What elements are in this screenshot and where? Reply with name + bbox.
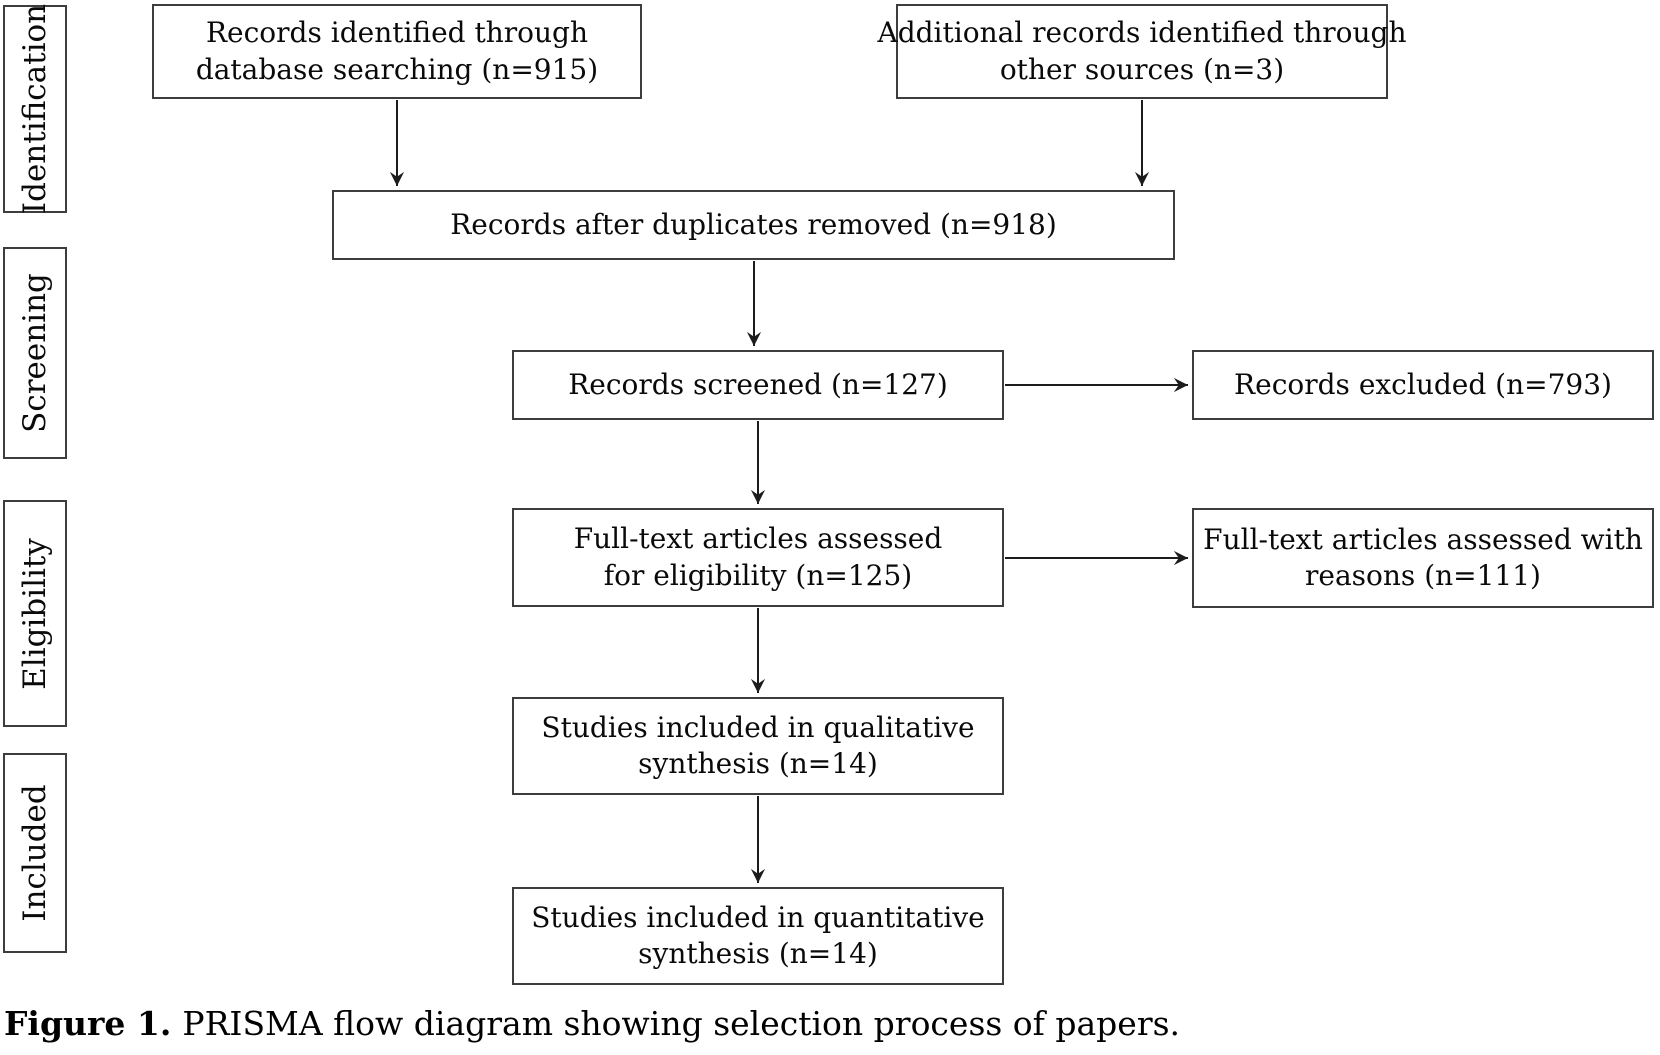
node-qualitative-synthesis-line2: synthesis (n=14) (638, 747, 878, 780)
node-quantitative-synthesis-line1: Studies included in quantitative (531, 900, 985, 934)
stage-included: Included (3, 753, 67, 953)
node-records-excluded: Records excluded (n=793) (1192, 350, 1654, 420)
node-records-screened: Records screened (n=127) (512, 350, 1004, 420)
node-records-identified-line1: Records identified through (205, 16, 589, 50)
stage-screening: Screening (3, 247, 67, 459)
stage-screening-label: Screening (17, 273, 53, 433)
stage-included-label: Included (17, 784, 53, 922)
node-records-identified: Records identified through database sear… (152, 4, 642, 99)
node-records-identified-line2: database searching (n=915) (195, 52, 599, 86)
figure-caption: Figure 1. PRISMA flow diagram showing sel… (4, 1004, 1180, 1043)
node-fulltext-assessed: Full-text articles assessed for eligibil… (512, 508, 1004, 607)
stage-identification: Identification (3, 3, 67, 215)
node-qualitative-synthesis: Studies included in qualitative synthesi… (512, 697, 1004, 795)
node-additional-records-line1: Additional records identified through (877, 16, 1407, 50)
node-qualitative-synthesis-line1: Studies included in qualitative (541, 710, 975, 744)
node-records-screened-line1: Records screened (n=127) (568, 367, 948, 401)
stage-eligibility-label: Eligibility (17, 537, 53, 690)
node-fulltext-assessed-line1: Full-text articles assessed (573, 522, 943, 556)
figure-caption-text: PRISMA flow diagram showing selection pr… (182, 1004, 1181, 1043)
node-fulltext-reasons-line2: reasons (n=111) (1305, 559, 1541, 592)
stage-identification-label: Identification (17, 3, 54, 215)
stage-eligibility: Eligibility (3, 500, 67, 727)
node-duplicates-removed-line1: Records after duplicates removed (n=918) (450, 207, 1057, 241)
node-quantitative-synthesis-line2: synthesis (n=14) (638, 937, 878, 970)
node-additional-records-line2: other sources (n=3) (999, 52, 1285, 86)
node-records-excluded-line1: Records excluded (n=793) (1234, 367, 1612, 401)
node-quantitative-synthesis: Studies included in quantitative synthes… (512, 887, 1004, 985)
node-fulltext-assessed-line2: for eligibility (n=125) (603, 558, 913, 592)
node-fulltext-reasons: Full-text articles assessed with reasons… (1192, 508, 1654, 608)
node-additional-records: Additional records identified through ot… (877, 4, 1407, 99)
node-fulltext-reasons-line1: Full-text articles assessed with (1203, 522, 1643, 556)
figure-caption-label: Figure 1. (4, 1004, 172, 1043)
node-duplicates-removed: Records after duplicates removed (n=918) (332, 190, 1175, 260)
